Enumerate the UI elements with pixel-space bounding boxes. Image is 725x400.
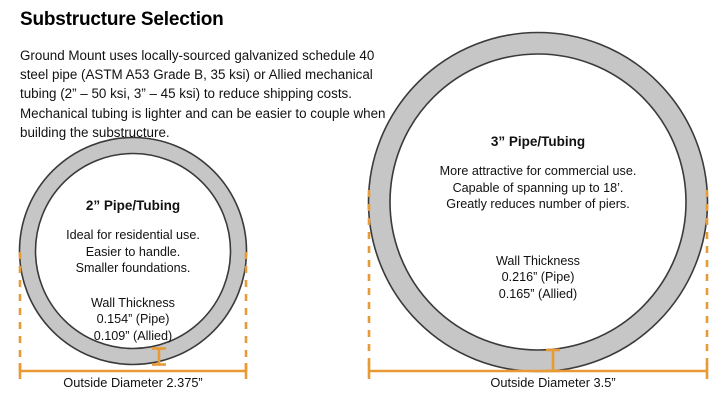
- pipe-2in-benefit-3: Smaller foundations.: [75, 261, 191, 276]
- pipe-3in-benefit-2: Capable of spanning up to 18’.: [452, 180, 624, 195]
- pipe-3in-text-spacer: [418, 213, 658, 253]
- pipe-2in-wall-thickness-label: Wall Thickness: [91, 295, 175, 310]
- pipe-3in-wall-thickness-pipe: 0.216” (Pipe): [501, 270, 575, 285]
- pipe-3in-dimension-line: [367, 363, 709, 379]
- pipe-2in-wall-thickness-allied: 0.109” (Allied): [93, 328, 173, 343]
- pipe-3in-title: 3” Pipe/Tubing: [490, 134, 586, 149]
- pipe-2in-wall-thickness-marker: [152, 347, 166, 366]
- pipe-2in-text-spacer: [33, 277, 233, 295]
- pipe-2in-wall-thickness-pipe: 0.154” (Pipe): [96, 312, 170, 327]
- page-title: Substructure Selection: [20, 9, 224, 30]
- intro-paragraph: Ground Mount uses locally-sourced galvan…: [20, 48, 386, 140]
- pipe-3in-text-block: 3” Pipe/Tubing More attractive for comme…: [418, 134, 658, 303]
- pipe-3in-extension-lines: [367, 190, 709, 371]
- pipe-3in-benefit-3: Greatly reduces number of piers.: [446, 197, 630, 212]
- pipe-3in-wall-thickness-allied: 0.165” (Allied): [498, 286, 578, 301]
- pipe-2in-title: 2” Pipe/Tubing: [85, 198, 181, 213]
- pipe-2in-dimension-line: [18, 363, 248, 379]
- pipe-2in-benefit-1: Ideal for residential use.: [66, 228, 200, 242]
- pipe-3in-ring: [367, 31, 709, 373]
- pipe-2in-benefit-2: Easier to handle.: [85, 244, 181, 259]
- pipe-3in-benefit-1: More attractive for commercial use.: [439, 164, 637, 178]
- pipe-2in-extension-lines: [18, 252, 248, 371]
- pipe-3in-outside-diameter-caption: Outside Diameter 3.5”: [490, 375, 616, 390]
- pipe-2in-text-block: 2” Pipe/Tubing Ideal for residential use…: [33, 198, 233, 345]
- pipe-2in-inner-circle: [34, 152, 232, 350]
- pipe-2in-outside-diameter-caption: Outside Diameter 2.375”: [63, 375, 203, 390]
- pipe-3in-wall-thickness-label: Wall Thickness: [496, 253, 580, 268]
- pipe-2in-ring: [18, 136, 248, 366]
- pipe-3in-inner-circle: [389, 53, 687, 351]
